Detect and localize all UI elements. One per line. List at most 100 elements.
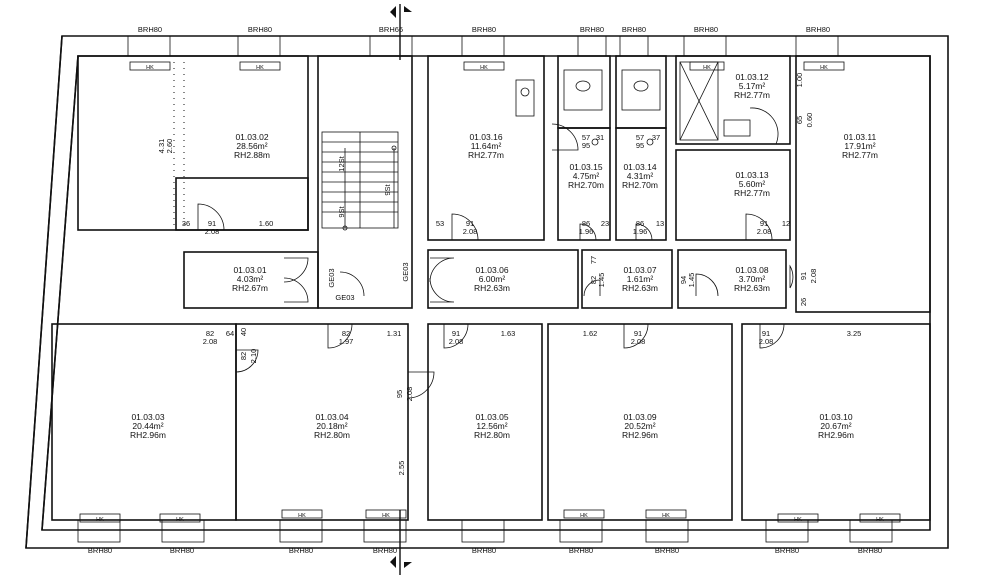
dimensions: 4.31 2.60 36 91 2.08 1.60 53 91 2.08 57 … <box>157 73 861 476</box>
svg-text:RH2.70m: RH2.70m <box>622 180 658 190</box>
window-label: BRH80 <box>858 546 882 555</box>
svg-text:RH2.88m: RH2.88m <box>234 150 270 160</box>
svg-text:01.03.02: 01.03.02 <box>235 132 268 142</box>
window-label: BRH80 <box>580 25 604 34</box>
radiator-label: HK <box>298 513 306 519</box>
ge-label: GE03 <box>401 262 410 281</box>
dim-text: 91 <box>466 219 474 228</box>
svg-text:RH2.96m: RH2.96m <box>622 430 658 440</box>
radiators: HK HK HK HK HK HK HK HK HK HK HK HK HK <box>79 61 901 523</box>
window-label: BRH80 <box>694 25 718 34</box>
dim-text: 2.10 <box>249 349 258 364</box>
svg-text:1.61m²: 1.61m² <box>627 274 654 284</box>
svg-text:01.03.07: 01.03.07 <box>623 265 656 275</box>
dim-text: 57 <box>636 133 644 142</box>
dim-text: 37 <box>652 133 660 142</box>
ge-label: GE03 <box>335 293 354 302</box>
section-marker-bottom <box>390 510 412 575</box>
dim-text: 2.08 <box>759 337 774 346</box>
window-labels-bottom: BRH80 BRH80 BRH80 BRH80 BRH80 BRH80 BRH8… <box>88 546 882 555</box>
svg-text:01.03.16: 01.03.16 <box>469 132 502 142</box>
svg-text:01.03.09: 01.03.09 <box>623 412 656 422</box>
radiator-label: HK <box>176 517 184 523</box>
svg-text:4.75m²: 4.75m² <box>573 171 600 181</box>
dim-text: 2.08 <box>631 337 646 346</box>
dim-text: 91 <box>799 272 808 280</box>
staircase: 12St 9St 9St <box>321 131 399 231</box>
dim-text: 2.08 <box>449 337 464 346</box>
svg-text:RH2.80m: RH2.80m <box>314 430 350 440</box>
dim-text: 1.63 <box>501 329 516 338</box>
svg-text:01.03.01: 01.03.01 <box>233 265 266 275</box>
svg-text:RH2.77m: RH2.77m <box>842 150 878 160</box>
radiator-label: HK <box>480 65 488 71</box>
fixtures <box>515 61 751 146</box>
dim-text: 1.96 <box>633 227 648 236</box>
svg-text:28.56m²: 28.56m² <box>236 141 267 151</box>
svg-text:11.64m²: 11.64m² <box>471 141 502 151</box>
svg-text:20.67m²: 20.67m² <box>820 421 851 431</box>
windows <box>77 35 893 543</box>
window-label: BRH80 <box>775 546 799 555</box>
dim-text: 12 <box>782 219 790 228</box>
svg-text:6.00m²: 6.00m² <box>479 274 506 284</box>
svg-text:RH2.96m: RH2.96m <box>130 430 166 440</box>
dim-text: 2.08 <box>203 337 218 346</box>
stair-steps-b: 9St <box>337 205 346 217</box>
dim-text: 91 <box>762 329 770 338</box>
svg-text:20.52m²: 20.52m² <box>624 421 655 431</box>
dim-text: 1.45 <box>597 273 606 288</box>
window-label: BRH80 <box>472 546 496 555</box>
svg-text:4.03m²: 4.03m² <box>237 274 264 284</box>
svg-text:20.44m²: 20.44m² <box>132 421 163 431</box>
svg-text:12.56m²: 12.56m² <box>476 421 507 431</box>
window-label: BRH80 <box>289 546 313 555</box>
radiator-label: HK <box>703 65 711 71</box>
radiator-label: HK <box>876 517 884 523</box>
dim-text: 2.08 <box>463 227 478 236</box>
dim-text: 4.31 <box>157 139 166 154</box>
dim-text: 91 <box>208 219 216 228</box>
dim-text: 2.08 <box>757 227 772 236</box>
window-label: BRH80 <box>138 25 162 34</box>
dim-text: 91 <box>452 329 460 338</box>
doors <box>197 107 794 399</box>
dim-text: 26 <box>799 298 808 306</box>
radiator-label: HK <box>146 65 154 71</box>
inner-wall-left-slant <box>41 55 79 531</box>
window-label: BRH80 <box>472 25 496 34</box>
radiator-label: HK <box>580 513 588 519</box>
ge-labels: GE03 GE03 GE03 <box>327 262 410 302</box>
svg-text:01.03.03: 01.03.03 <box>131 412 164 422</box>
window-labels-top: BRH80 BRH80 BRH66 BRH80 BRH80 BRH80 BRH8… <box>138 25 830 34</box>
dim-text: 95 <box>636 141 644 150</box>
dim-text: 2.55 <box>397 461 406 476</box>
dim-text: 82 <box>206 329 214 338</box>
dim-text: 1.45 <box>687 273 696 288</box>
dim-text: 13 <box>656 219 664 228</box>
svg-text:01.03.04: 01.03.04 <box>315 412 348 422</box>
svg-text:01.03.11: 01.03.11 <box>844 132 877 142</box>
dim-text: 2.08 <box>405 387 414 402</box>
dim-text: 91 <box>634 329 642 338</box>
dim-text: 1.62 <box>583 329 598 338</box>
dim-text: 2.08 <box>205 227 220 236</box>
dim-text: 1.60 <box>259 219 274 228</box>
dim-text: 64 <box>226 329 234 338</box>
window-label: BRH80 <box>569 546 593 555</box>
radiator-label: HK <box>794 517 802 523</box>
dim-text: 82 <box>342 329 350 338</box>
